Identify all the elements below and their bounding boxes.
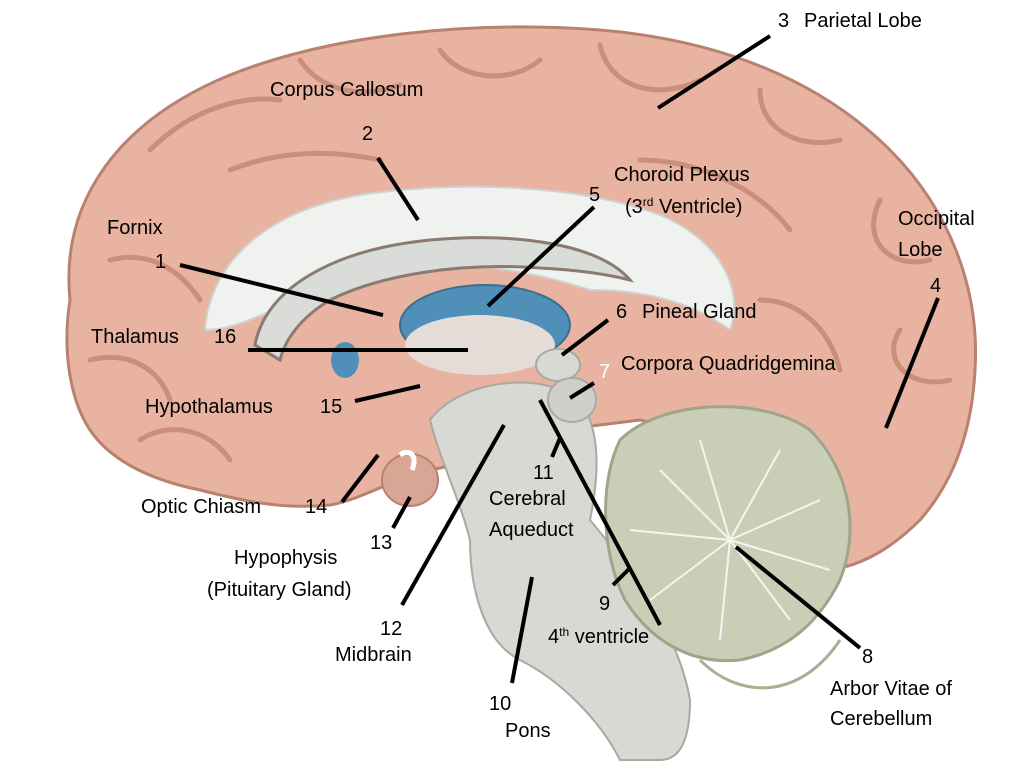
label-occipital-lobe-line1: Occipital bbox=[898, 208, 975, 230]
leader-lines bbox=[179, 34, 940, 684]
cortex-gyri bbox=[87, 42, 953, 463]
leader-line-15 bbox=[354, 384, 421, 403]
label-1-number: 1 bbox=[155, 251, 167, 273]
label-pineal-gland: Pineal Gland bbox=[642, 301, 757, 323]
label-choroid-plexus-line1: Choroid Plexus bbox=[614, 164, 750, 186]
label-8-number: 8 bbox=[862, 646, 874, 668]
label-hypophysis-line1: Hypophysis bbox=[234, 547, 338, 569]
label-occipital-lobe-line2: Lobe bbox=[898, 239, 943, 261]
leader-line-5 bbox=[486, 205, 596, 308]
label-optic-chiasm: Optic Chiasm bbox=[141, 496, 262, 518]
cerebellum-folia bbox=[698, 639, 842, 690]
lateral-ventricle-shape bbox=[331, 342, 359, 378]
label-choroid-plexus-line2: (3rd Ventricle) bbox=[625, 195, 743, 218]
label-2-number: 2 bbox=[362, 123, 374, 145]
label-3-number: 3 bbox=[778, 10, 790, 32]
label-4-number: 4 bbox=[930, 275, 942, 297]
label-13-number: 13 bbox=[370, 532, 393, 554]
leader-line-14 bbox=[340, 453, 380, 504]
label-11-number: 11 bbox=[533, 462, 554, 484]
label-hypothalamus: Hypothalamus bbox=[145, 396, 273, 418]
label-9-number: 9 bbox=[599, 593, 611, 615]
thalamus-shape bbox=[405, 315, 555, 375]
label-fourth-ventricle: 4th ventricle bbox=[548, 625, 650, 648]
label-cerebral-aqueduct-line1: Cerebral bbox=[489, 488, 566, 510]
leader-line-11 bbox=[550, 437, 562, 458]
leader-line-12 bbox=[400, 424, 506, 606]
label-corpus-callosum: Corpus Callosum bbox=[270, 79, 424, 101]
arbor-vitae-branches bbox=[629, 439, 831, 641]
label-cerebral-aqueduct-line2: Aqueduct bbox=[489, 519, 574, 541]
label-15-number: 15 bbox=[320, 396, 343, 418]
pineal-shape bbox=[535, 348, 581, 382]
optic-chiasm-shape bbox=[398, 449, 417, 471]
leader-line-9 bbox=[611, 566, 632, 587]
label-5-number: 5 bbox=[589, 184, 601, 206]
label-fornix: Fornix bbox=[107, 217, 163, 239]
leader-line-4 bbox=[884, 297, 940, 429]
leader-line-3 bbox=[656, 34, 772, 110]
leader-line-13 bbox=[391, 496, 412, 529]
label-pons: Pons bbox=[505, 720, 551, 742]
label-parietal-lobe: Parietal Lobe bbox=[804, 10, 922, 32]
leader-line-10 bbox=[510, 576, 534, 684]
leader-line-9b bbox=[538, 399, 662, 626]
label-12-number: 12 bbox=[380, 618, 403, 640]
leader-line-1 bbox=[179, 263, 384, 317]
label-arbor-vitae-line1: Arbor Vitae of bbox=[830, 678, 952, 700]
label-7-number: 7 bbox=[599, 361, 611, 383]
label-thalamus: Thalamus bbox=[91, 326, 179, 348]
label-10-number: 10 bbox=[489, 693, 512, 715]
leader-line-6 bbox=[560, 318, 610, 357]
label-arbor-vitae-line2: Cerebellum bbox=[830, 708, 933, 730]
label-hypophysis-line2: (Pituitary Gland) bbox=[207, 579, 352, 601]
label-corpora-quadridgemina: Corpora Quadridgemina bbox=[621, 353, 836, 375]
label-6-number: 6 bbox=[616, 301, 628, 323]
label-14-number: 14 bbox=[305, 496, 328, 518]
label-16-number: 16 bbox=[214, 326, 237, 348]
leader-line-7 bbox=[568, 381, 596, 400]
leader-line-8 bbox=[734, 545, 862, 650]
label-midbrain: Midbrain bbox=[335, 644, 412, 666]
leader-line-2 bbox=[376, 156, 420, 222]
